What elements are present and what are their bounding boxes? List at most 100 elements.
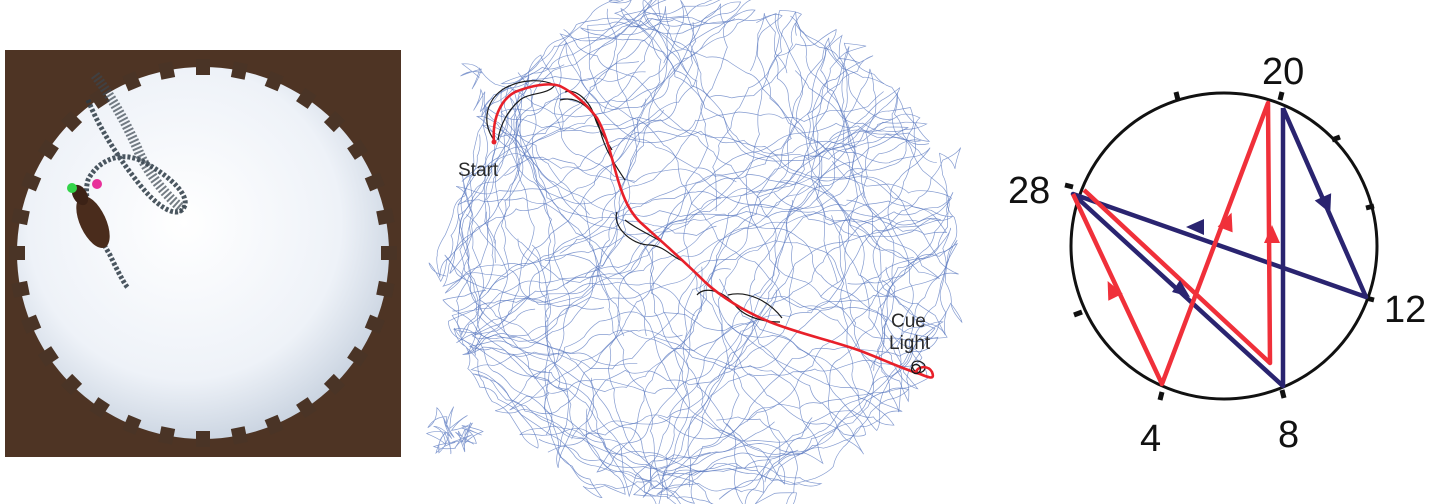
led-pink — [92, 179, 102, 189]
wall-tab — [364, 314, 385, 334]
cue-light-marker — [910, 363, 922, 375]
wall-tab — [60, 110, 83, 133]
wall-tab — [60, 373, 83, 396]
random-walk-line — [534, 13, 959, 380]
random-walk-line — [591, 239, 958, 490]
cue-label: Cue — [891, 311, 926, 332]
wall-tab — [122, 414, 142, 435]
random-walk-line — [470, 351, 909, 484]
random-walk-line — [483, 0, 929, 263]
random-walk-line — [754, 147, 963, 403]
random-walk-line — [471, 87, 901, 504]
random-walk-line — [712, 28, 887, 500]
random-walk-line — [444, 55, 874, 294]
wall-tab — [323, 110, 346, 133]
wall-tab — [230, 426, 248, 445]
random-walk-line — [456, 91, 884, 355]
wall-tab — [230, 61, 248, 80]
wall-tab — [323, 373, 346, 396]
light-label: Light — [889, 333, 931, 354]
wall-tab — [296, 87, 317, 109]
wall-tab — [158, 426, 176, 445]
label-28: 28 — [1008, 170, 1050, 212]
led-green — [67, 183, 77, 193]
panel-b-trajectory-plot: Start Cue Light — [425, 0, 963, 504]
panel-a-photo — [5, 50, 401, 457]
random-walk-line — [586, 192, 954, 504]
random-walk-line — [495, 46, 858, 415]
wall-tab — [376, 208, 395, 226]
start-label: Start — [458, 160, 499, 181]
random-walk-line — [481, 1, 742, 293]
random-walk-line — [481, 8, 877, 219]
direction-arrows — [1107, 193, 1332, 301]
random-walk-line — [517, 54, 813, 489]
random-walk-line — [596, 37, 892, 473]
random-walk-line — [465, 186, 806, 499]
wall-tab — [21, 314, 42, 334]
wall-tab — [347, 346, 369, 367]
label-12: 12 — [1384, 289, 1426, 331]
main-trajectory — [492, 83, 935, 379]
wall-tab — [376, 280, 395, 298]
random-walk-line — [428, 0, 697, 283]
wall-tab — [196, 431, 210, 447]
arena-tick-marks — [1064, 91, 1375, 401]
wall-tab — [11, 280, 30, 298]
arena-wall-tabs — [9, 59, 397, 447]
random-walk-line — [468, 22, 775, 498]
random-walk-line — [452, 198, 824, 465]
navy-path — [1070, 107, 1369, 389]
wall-tab — [122, 71, 142, 92]
random-walk-line — [500, 0, 885, 132]
random-walk-line — [509, 217, 941, 411]
random-walk-line — [475, 115, 702, 500]
random-walk-line — [657, 11, 939, 440]
wall-tab — [196, 59, 210, 75]
random-walk-line — [544, 0, 737, 261]
wall-tab — [364, 172, 385, 192]
panel-c-sequence-diagram: 20 28 12 4 8 — [1008, 51, 1426, 460]
wall-tab — [381, 246, 397, 260]
random-walk-line — [483, 3, 728, 215]
random-walk-line — [718, 126, 909, 437]
wall-tab — [89, 87, 110, 109]
wall-tab — [37, 139, 59, 160]
wall-tab — [296, 397, 317, 419]
random-walk-line — [504, 116, 922, 284]
rat-body — [76, 196, 110, 248]
arena-circle — [1069, 91, 1379, 401]
wall-tab — [264, 71, 284, 92]
random-walk-line — [472, 289, 799, 504]
random-walk-line — [711, 10, 895, 504]
random-walk-line — [448, 84, 717, 356]
random-walk-line — [461, 70, 928, 182]
label-4: 4 — [1140, 418, 1161, 460]
random-walk-line — [436, 0, 752, 278]
wall-tab — [21, 172, 42, 192]
random-walk-line — [442, 240, 944, 432]
wall-tab — [89, 397, 110, 419]
random-walk-line — [451, 113, 921, 336]
random-walk-paths — [425, 0, 963, 504]
random-walk-line — [452, 72, 681, 504]
red-path — [1070, 100, 1273, 387]
random-walk-line — [756, 12, 950, 390]
wall-tab — [264, 414, 284, 435]
start-marker — [491, 139, 497, 145]
random-walk-line — [642, 0, 931, 413]
wall-tab — [11, 208, 30, 226]
random-walk-line — [495, 17, 736, 469]
random-walk-line — [716, 180, 954, 504]
random-walk-line — [538, 215, 923, 469]
random-walk-line — [425, 406, 484, 455]
random-walk-line — [442, 9, 756, 287]
wall-tab — [37, 346, 59, 367]
random-walk-line — [583, 200, 823, 495]
random-walk-line — [519, 29, 778, 460]
random-walk-line — [461, 134, 952, 370]
random-walk-line — [642, 192, 903, 498]
label-8: 8 — [1278, 414, 1299, 456]
random-walk-line — [456, 0, 653, 344]
